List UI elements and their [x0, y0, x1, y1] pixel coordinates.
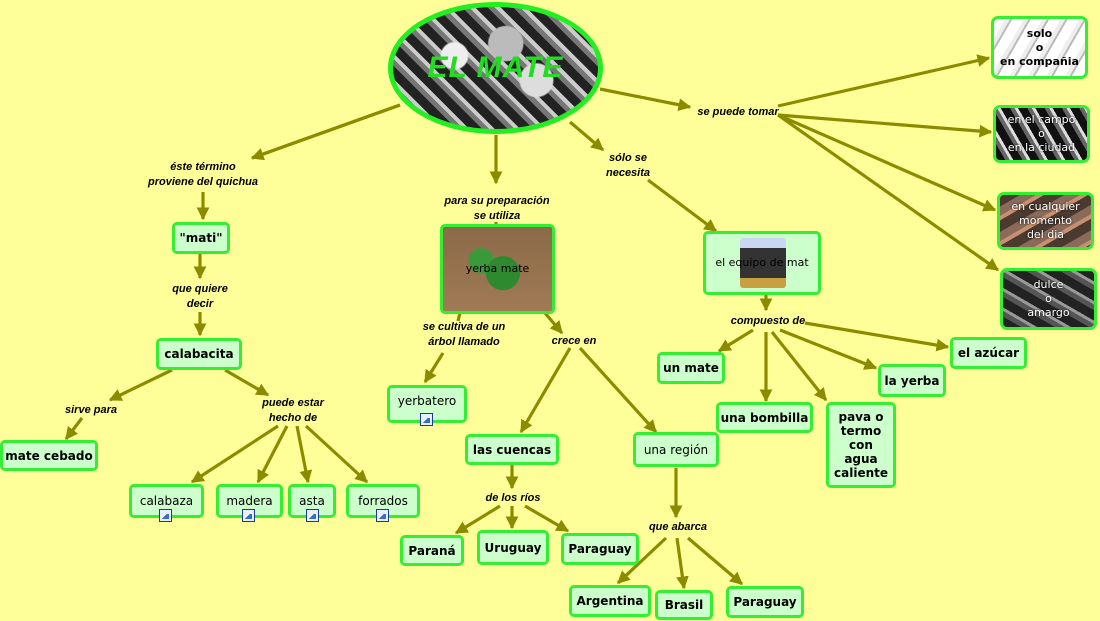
link-text: crece en — [551, 335, 597, 347]
concept-cualquier-momento[interactable]: en cualquier momento del dia — [997, 192, 1094, 250]
link-label-que-quiere-decir: que quiere decir — [160, 282, 240, 312]
concept-text: dulce o amargo — [1027, 278, 1070, 319]
link-label-solo-necesita: sólo se necesita — [598, 151, 658, 181]
concept-text: en cualquier momento del dia — [1011, 200, 1080, 241]
concept-una-bombilla[interactable]: una bombilla — [716, 402, 813, 433]
concept-text: "mati" — [179, 231, 223, 245]
concept-text: calabaza — [139, 494, 194, 508]
concept-text: mate cebado — [5, 448, 93, 463]
link-text: para su preparación se utiliza — [444, 195, 550, 222]
concept-brasil[interactable]: Brasil — [655, 590, 713, 620]
concept-uruguay[interactable]: Uruguay — [477, 530, 549, 565]
concept-text: calabacita — [164, 347, 234, 361]
concept-text: el azúcar — [957, 346, 1020, 360]
concept-paraguay-pais[interactable]: Paraguay — [726, 586, 804, 618]
concept-mati[interactable]: "mati" — [172, 222, 230, 254]
concept-argentina[interactable]: Argentina — [569, 585, 651, 617]
link-text: que abarca — [648, 521, 708, 533]
concept-parana[interactable]: Paraná — [400, 535, 464, 566]
concept-calabacita[interactable]: calabacita — [156, 338, 242, 370]
link-label-quichua: éste término proviene del quichua — [143, 160, 263, 190]
link-text: que quiere decir — [172, 283, 228, 310]
resource-image-icon[interactable] — [306, 509, 319, 522]
concept-text: Paraguay — [733, 595, 797, 609]
concept-solo-o-en-compania[interactable]: solo o en compañia — [991, 16, 1088, 79]
concept-text: pava o termo con agua caliente — [834, 410, 888, 480]
concept-un-mate[interactable]: un mate — [657, 352, 725, 384]
concept-calabaza[interactable]: calabaza — [129, 484, 204, 518]
link-label-sirve-para: sirve para — [58, 403, 124, 418]
link-label-compuesto-de: compuesto de — [724, 314, 812, 329]
concept-el-azucar[interactable]: el azúcar — [950, 337, 1027, 369]
concept-text: solo o en compañia — [1000, 26, 1079, 68]
resource-image-icon[interactable] — [376, 509, 389, 522]
concept-text: forrados — [358, 494, 408, 508]
link-label-de-los-rios: de los ríos — [478, 491, 548, 506]
concept-text: en el campo o en la ciudad — [1007, 113, 1076, 154]
concept-text: Paraná — [408, 543, 456, 558]
root-title: EL MATE — [427, 51, 564, 84]
concept-dulce-o-amargo[interactable]: dulce o amargo — [1000, 268, 1097, 330]
link-label-crece-en: crece en — [546, 334, 602, 349]
resource-image-icon[interactable] — [242, 509, 255, 522]
link-text: sirve para — [65, 404, 117, 416]
concept-text: las cuencas — [472, 442, 552, 457]
concept-yerba-mate[interactable]: yerba mate — [440, 224, 555, 314]
link-text: se puede tomar — [697, 106, 779, 118]
link-text: de los ríos — [485, 492, 541, 504]
concept-text: yerba mate — [465, 262, 530, 275]
concept-equipo-de-mate[interactable]: el equipo de mat — [703, 231, 821, 295]
concept-pava-o-termo[interactable]: pava o termo con agua caliente — [826, 402, 896, 488]
concept-mate-cebado[interactable]: mate cebado — [0, 440, 98, 471]
concept-text: Paraguay — [568, 542, 632, 556]
concept-text: Uruguay — [484, 540, 542, 555]
concept-yerbatero[interactable]: yerbatero — [387, 385, 467, 423]
link-label-preparacion: para su preparación se utiliza — [438, 194, 556, 224]
concept-text: asta — [299, 494, 325, 508]
concept-text: Brasil — [664, 598, 704, 612]
link-label-que-abarca: que abarca — [640, 520, 716, 535]
concept-text: la yerba — [884, 373, 940, 388]
concept-campo-o-ciudad[interactable]: en el campo o en la ciudad — [993, 105, 1090, 163]
link-text: sólo se necesita — [605, 152, 651, 179]
concept-text: madera — [226, 494, 273, 508]
concept-la-yerba[interactable]: la yerba — [878, 364, 946, 397]
link-text: compuesto de — [730, 315, 806, 327]
concept-text: una región — [643, 442, 709, 457]
link-text: puede estar hecho de — [262, 397, 324, 424]
concept-text: Argentina — [576, 594, 644, 608]
concept-text: el equipo de mat — [715, 256, 809, 269]
link-text: se cultiva de un árbol llamado — [422, 321, 506, 348]
root-node-el-mate[interactable]: EL MATE — [388, 2, 603, 134]
resource-image-icon[interactable] — [420, 413, 433, 426]
link-label-hecho-de: puede estar hecho de — [252, 396, 334, 426]
concept-una-region[interactable]: una región — [633, 432, 719, 467]
link-label-cultiva: se cultiva de un árbol llamado — [414, 320, 514, 350]
concept-paraguay-rio[interactable]: Paraguay — [561, 533, 639, 565]
concept-text: un mate — [663, 361, 719, 375]
concept-text: yerbatero — [397, 394, 457, 408]
link-label-se-puede-tomar: se puede tomar — [690, 105, 786, 120]
concept-text: una bombilla — [720, 410, 809, 425]
concept-las-cuencas[interactable]: las cuencas — [465, 434, 559, 465]
mate-photo — [740, 238, 786, 288]
link-text: éste término proviene del quichua — [147, 161, 259, 188]
resource-image-icon[interactable] — [159, 509, 172, 522]
